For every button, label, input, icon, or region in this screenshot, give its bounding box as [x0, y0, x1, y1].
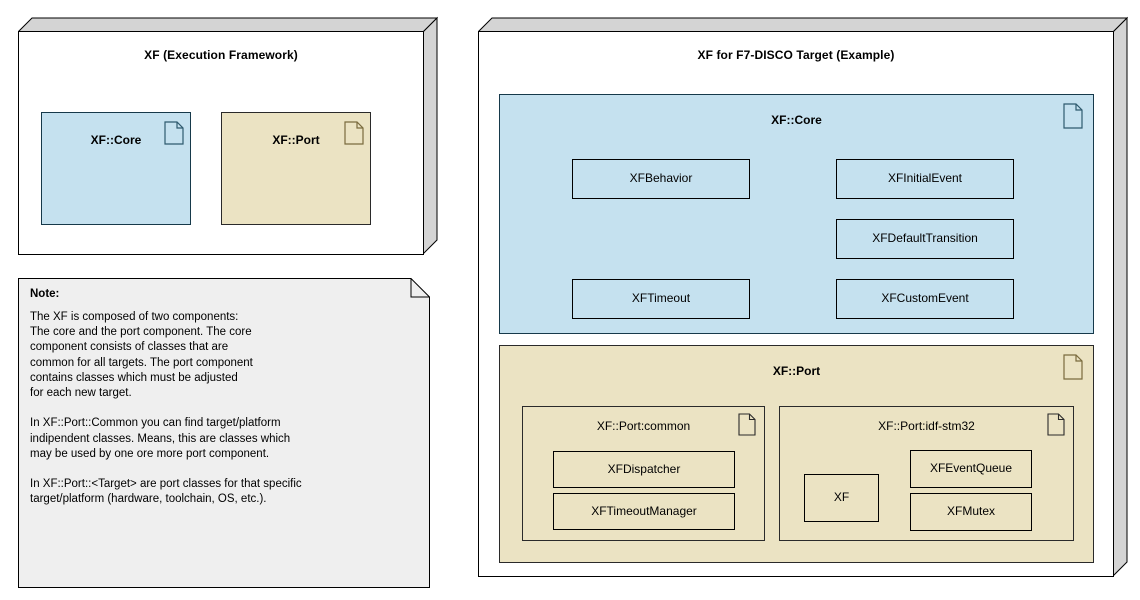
note-title: Note:	[30, 288, 60, 300]
class-label: XFCustomEvent	[881, 291, 969, 306]
class-box[interactable]: XFMutex	[910, 493, 1032, 531]
package-xf-port[interactable]: XF::Port XF::Port:common XFDispatcher	[499, 345, 1094, 563]
left-package-body: XF (Execution Framework) XF::Core XF::Po…	[18, 31, 424, 255]
class-label: XFDefaultTransition	[872, 231, 978, 246]
package-xf-port-common[interactable]: XF::Port:common XFDispatcher XFTimeoutMa…	[522, 406, 765, 541]
class-label: XFMutex	[946, 504, 995, 519]
document-icon	[1063, 103, 1083, 129]
component-xf-core-label: XF::Core	[90, 133, 142, 147]
component-xf-port-label: XF::Port	[272, 133, 320, 147]
left-package-frame: XF (Execution Framework) XF::Core XF::Po…	[18, 12, 438, 262]
right-package-body: XF for F7-DISCO Target (Example) XF::Cor…	[478, 31, 1114, 577]
note-body: The XF is composed of two components: Th…	[30, 311, 302, 506]
class-box[interactable]: XF	[804, 474, 879, 522]
left-package-title: XF (Execution Framework)	[144, 48, 298, 62]
package-xf-core-title: XF::Core	[771, 113, 822, 127]
class-label: XFTimeoutManager	[591, 503, 697, 518]
component-xf-core[interactable]: XF::Core	[41, 112, 191, 225]
document-icon	[1047, 413, 1065, 436]
class-box[interactable]: XFDefaultTransition	[836, 219, 1014, 259]
package-xf-core[interactable]: XF::Core XFBehavior XFInitialEvent XFDef…	[499, 94, 1094, 334]
class-label: XFDispatcher	[607, 461, 681, 476]
package-xf-port-idf-stm32[interactable]: XF::Port:idf-stm32 XF XFEventQueue XFMut…	[779, 406, 1074, 541]
component-xf-port[interactable]: XF::Port	[221, 112, 371, 225]
class-label: XFEventQueue	[929, 461, 1013, 476]
package-xf-port-title: XF::Port	[772, 364, 821, 378]
class-box[interactable]: XFTimeout	[572, 279, 750, 319]
right-package-3d-shadow	[478, 16, 1128, 578]
class-box[interactable]: XFBehavior	[572, 159, 750, 199]
class-label: XFInitialEvent	[887, 171, 963, 186]
right-package-title: XF for F7-DISCO Target (Example)	[697, 48, 895, 62]
package-xf-port-idf-stm32-title: XF::Port:idf-stm32	[878, 419, 975, 433]
right-package-frame: XF for F7-DISCO Target (Example) XF::Cor…	[478, 12, 1128, 584]
class-box[interactable]: XFDispatcher	[553, 451, 735, 488]
class-box[interactable]: XFCustomEvent	[836, 279, 1014, 319]
note-shape	[18, 278, 430, 588]
package-xf-port-common-title: XF::Port:common	[596, 419, 691, 433]
document-icon	[738, 413, 756, 436]
class-box[interactable]: XFInitialEvent	[836, 159, 1014, 199]
class-box[interactable]: XFTimeoutManager	[553, 493, 735, 530]
document-icon	[344, 121, 364, 145]
class-box[interactable]: XFEventQueue	[910, 450, 1032, 488]
class-label: XF	[833, 490, 850, 505]
class-label: XFTimeout	[631, 291, 691, 306]
note-box: Note: The XF is composed of two componen…	[18, 278, 430, 588]
class-label: XFBehavior	[629, 171, 693, 186]
document-icon	[164, 121, 184, 145]
document-icon	[1063, 354, 1083, 380]
